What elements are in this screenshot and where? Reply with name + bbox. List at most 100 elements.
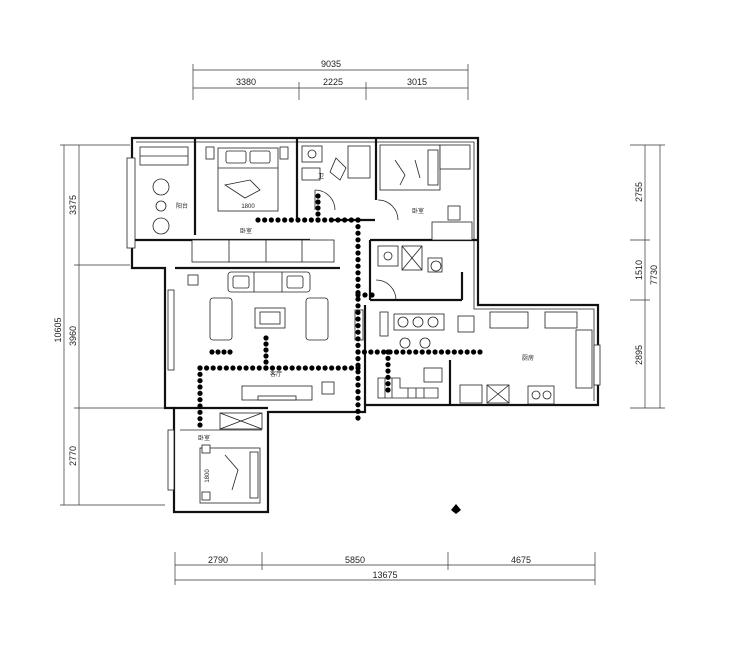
route-dot <box>355 217 361 223</box>
route-dot <box>250 365 256 371</box>
circulation-route <box>197 193 483 428</box>
route-dot <box>355 389 361 395</box>
route-dot <box>432 349 438 355</box>
living-room: 客厅 <box>187 271 335 401</box>
route-dot <box>197 365 203 371</box>
living-room-label: 客厅 <box>270 370 282 378</box>
route-dot <box>393 349 400 355</box>
route-dot <box>282 365 289 371</box>
route-dot <box>374 349 380 355</box>
route-dot <box>322 365 328 371</box>
dim-right-seg-2: 1510 <box>634 260 644 280</box>
route-dot <box>230 365 236 371</box>
route-dot <box>215 349 221 355</box>
route-dot <box>464 349 470 355</box>
bath-label: 卫 <box>318 173 324 180</box>
route-dot <box>255 217 261 223</box>
route-dot <box>197 397 203 403</box>
route-dot <box>355 316 361 322</box>
route-dot <box>227 349 233 355</box>
route-dot <box>276 365 282 371</box>
second-bedroom-label: 卧室 <box>412 207 424 215</box>
route-dot <box>355 292 361 298</box>
route-dot <box>385 368 391 374</box>
route-dot <box>197 390 203 396</box>
route-dot <box>451 349 457 355</box>
route-dot <box>296 365 302 371</box>
route-dot <box>315 365 322 371</box>
route-dot <box>263 353 269 359</box>
route-dot <box>197 422 203 428</box>
dim-left-seg-2: 3960 <box>68 326 78 346</box>
route-dot <box>438 349 445 355</box>
route-dot <box>385 349 391 355</box>
route-dot <box>355 369 361 375</box>
route-dot <box>263 341 269 347</box>
route-dot <box>362 292 368 298</box>
left-dimensions: 10605 3375 3960 2770 <box>53 144 165 506</box>
route-dot <box>426 349 432 355</box>
route-dot <box>355 408 361 414</box>
route-dot <box>369 292 375 298</box>
route-dot <box>243 365 249 371</box>
route-dot <box>262 217 268 223</box>
master-bedroom-label: 卧室 <box>240 227 252 235</box>
route-dot <box>355 263 361 269</box>
route-dot <box>355 395 361 401</box>
route-dot <box>236 365 243 371</box>
route-dot <box>406 349 412 355</box>
route-dot <box>368 349 374 355</box>
route-dot <box>355 224 361 230</box>
dim-top-seg-3: 3015 <box>407 77 427 87</box>
route-dot <box>268 217 274 223</box>
laundry <box>375 245 443 301</box>
route-dot <box>355 270 361 276</box>
route-dot <box>355 356 361 362</box>
route-dot <box>361 349 368 355</box>
dim-bottom-seg-3: 4675 <box>511 555 531 565</box>
dim-bottom-seg-2: 5850 <box>345 555 365 565</box>
route-dot <box>197 371 203 377</box>
route-dot <box>221 349 227 355</box>
route-dot <box>355 276 361 282</box>
route-dot <box>355 250 361 256</box>
route-dot <box>355 296 361 302</box>
route-dot <box>263 365 269 371</box>
route-dot <box>223 365 229 371</box>
route-dot <box>217 365 223 371</box>
second-bedroom: 卧室 <box>377 144 473 241</box>
route-dot <box>329 365 335 371</box>
route-dot <box>470 349 477 355</box>
route-dot <box>315 217 321 223</box>
balcony-label: 阳台 <box>176 202 188 210</box>
route-dot <box>335 217 341 223</box>
route-dot <box>263 335 269 341</box>
route-dot <box>419 349 425 355</box>
route-dot <box>355 323 361 329</box>
dim-bottom-total: 13675 <box>372 570 397 580</box>
route-dot <box>385 374 391 380</box>
route-dot <box>342 365 348 371</box>
lower-bedroom: 1800 卧室 <box>198 412 263 504</box>
route-dot <box>288 217 294 223</box>
master-bedroom: 1800 卧室 <box>191 146 335 263</box>
stairs <box>377 367 443 399</box>
route-dot <box>355 402 361 408</box>
route-dot <box>477 349 483 355</box>
dim-top-total: 9035 <box>321 59 341 69</box>
bathroom-top: 卫 <box>301 145 371 211</box>
route-dot <box>355 309 361 315</box>
top-dimensions: 9035 3380 2225 3015 <box>192 59 469 100</box>
dining <box>379 311 475 349</box>
route-dot <box>413 349 419 355</box>
dim-bottom-seg-1: 2790 <box>208 555 228 565</box>
north-marker <box>451 504 461 514</box>
route-dot <box>458 349 464 355</box>
route-dot <box>315 199 321 205</box>
dim-right-seg-1: 2755 <box>634 182 644 202</box>
outer-walls <box>130 136 600 514</box>
route-dot <box>315 193 321 199</box>
route-dot <box>348 365 355 371</box>
right-dimensions: 2755 1510 2895 7730 <box>630 144 665 409</box>
route-dot <box>381 349 387 355</box>
